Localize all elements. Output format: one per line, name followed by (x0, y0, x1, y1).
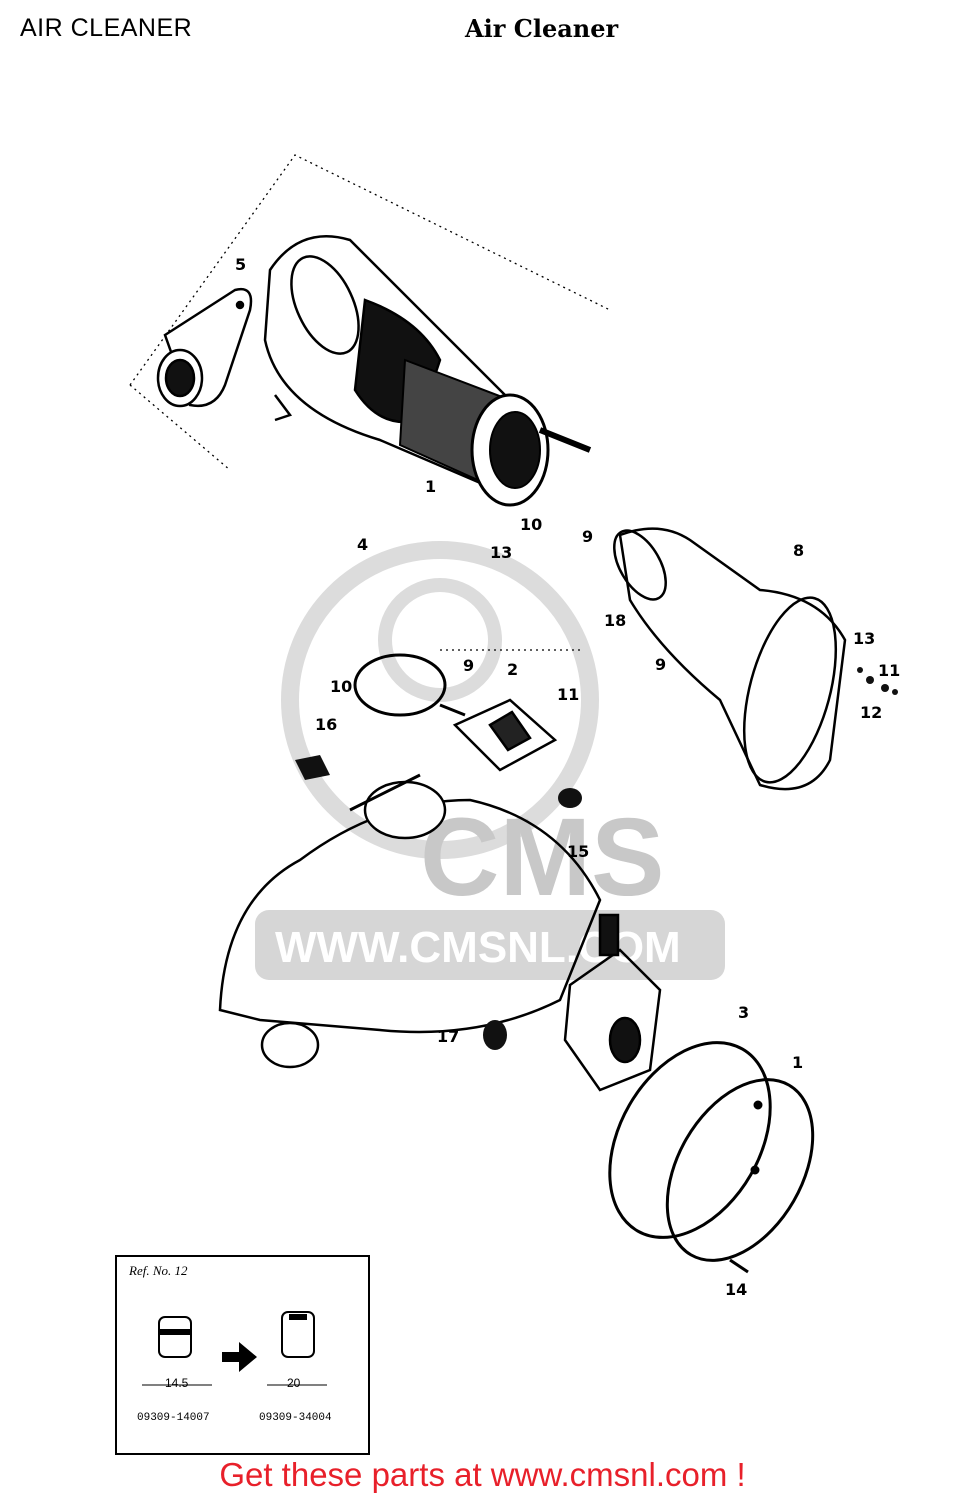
callout-9-mid: 9 (655, 655, 666, 674)
callout-labels: 5 1 4 10 13 9 8 18 9 13 11 12 10 9 2 11 … (235, 255, 900, 1299)
callout-14: 14 (725, 1280, 747, 1299)
diagram-title: Air Cleaner (465, 14, 619, 43)
grommet-part-17 (483, 1020, 507, 1050)
arrow-icon (222, 1342, 257, 1372)
callout-11-mid: 11 (557, 685, 579, 704)
footer-link[interactable]: Get these parts at www.cmsnl.com ! (219, 1456, 746, 1493)
bottom-cover-part-1 (608, 1041, 815, 1262)
inset-illustration (142, 1311, 327, 1386)
bolt-part-14 (729, 1258, 749, 1274)
inset-title: Ref. No. 12 (129, 1263, 188, 1278)
callout-3: 3 (738, 1003, 749, 1022)
callout-15: 15 (567, 842, 589, 861)
callout-10-top: 10 (520, 515, 542, 534)
callout-1-bottom: 1 (792, 1053, 803, 1072)
page-title: AIR CLEANER (20, 14, 193, 42)
gasket-plate-part-2 (452, 698, 558, 772)
reference-inset-box: Ref. No. 12 14.5 20 09309-14007 09309-34… (115, 1255, 370, 1455)
watermark: CMS WWW.CMSNL.COM (255, 541, 725, 980)
callout-8: 8 (793, 541, 804, 560)
filter-element-part-7 (398, 358, 592, 507)
callout-2: 2 (507, 660, 518, 679)
intake-snorkel-part-5 (156, 287, 253, 408)
small-block-part-16 (295, 755, 330, 780)
cap-part-15 (558, 788, 582, 808)
callout-4: 4 (357, 535, 368, 554)
callout-17: 17 (437, 1027, 459, 1046)
watermark-logo-text: CMS (420, 796, 664, 919)
inset-part-number-right: 09309-34004 (259, 1412, 332, 1424)
callout-18: 18 (604, 611, 626, 630)
intake-tube-part-8 (613, 527, 847, 791)
carburetor (563, 913, 662, 1092)
inset-dim-right: 20 (287, 1376, 301, 1390)
callout-9-top: 9 (582, 527, 593, 546)
callout-13-right: 13 (853, 629, 875, 648)
watermark-url-text: WWW.CMSNL.COM (275, 923, 681, 972)
inset-dim-left: 14.5 (165, 1376, 189, 1390)
callout-7: 1 (425, 477, 436, 496)
callout-10-clamp: 10 (330, 677, 352, 696)
callout-12: 12 (860, 703, 882, 722)
callout-5: 5 (235, 255, 246, 274)
inset-part-number-left: 09309-14007 (137, 1412, 210, 1424)
callout-9-clamp: 9 (463, 656, 474, 675)
callout-13-top: 13 (490, 543, 512, 562)
fasteners-part-11-12-13 (857, 667, 898, 695)
hose-clamp-part-10 (353, 653, 466, 717)
callout-11-right: 11 (878, 661, 900, 680)
assembly-dotted-outline (129, 154, 611, 651)
callout-16: 16 (315, 715, 337, 734)
